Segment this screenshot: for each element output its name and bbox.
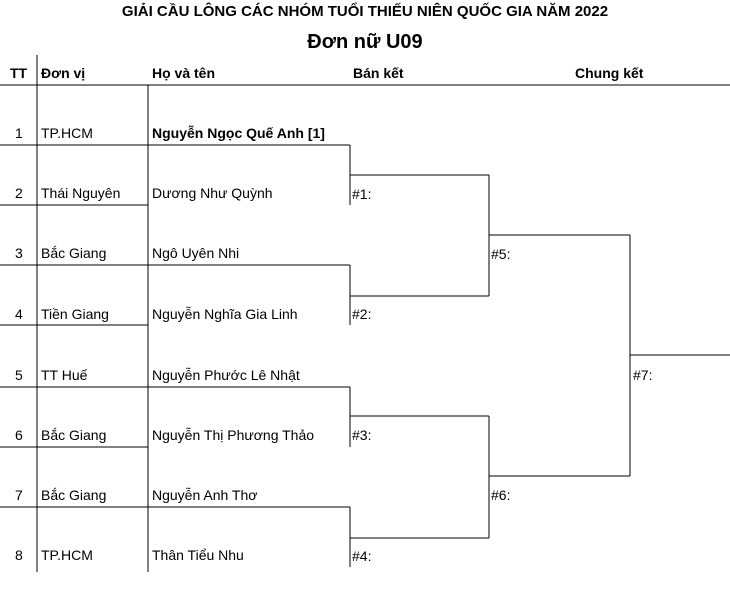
row-6-unit: Bắc Giang [41,427,107,443]
row-7-unit: Bắc Giang [41,487,107,503]
header-final: Chung kết [575,65,644,81]
row-1-name: Nguyễn Ngọc Quế Anh [1] [152,125,325,141]
row-4-name: Nguyễn Nghĩa Gia Linh [152,306,298,322]
page-subtitle: Đơn nữ U09 [307,31,423,53]
row-3-tt: 3 [15,245,23,261]
row-7-tt: 7 [15,487,23,503]
row-4-unit: Tiền Giang [41,306,109,322]
match-5-label: #5: [491,246,511,262]
header-unit: Đơn vị [41,65,86,81]
row-2-tt: 2 [15,185,23,201]
row-3-unit: Bắc Giang [41,245,107,261]
header-semifinal: Bán kết [353,65,404,81]
row-6-name: Nguyễn Thị Phương Thảo [152,427,315,443]
row-1-unit: TP.HCM [41,125,93,141]
row-7-name: Nguyễn Anh Thơ [152,487,258,503]
row-5-name: Nguyễn Phước Lê Nhật [152,367,300,383]
match-6-label: #6: [491,487,511,503]
row-8-tt: 8 [15,547,23,563]
page-title: GIẢI CẦU LÔNG CÁC NHÓM TUỔI THIẾU NIÊN Q… [121,3,609,20]
row-5-tt: 5 [15,367,23,383]
match-2-label: #2: [352,306,372,322]
header-tt: TT [10,65,28,81]
match-7-label: #7: [633,367,653,383]
row-4-tt: 4 [15,306,23,322]
row-3-name: Ngô Uyên Nhi [152,245,240,261]
row-2-unit: Thái Nguyên [41,185,121,201]
match-3-label: #3: [352,427,372,443]
row-5-unit: TT Huế [41,367,88,383]
row-2-name: Dương Như Quỳnh [152,185,273,201]
match-1-label: #1: [352,186,372,202]
match-4-label: #4: [352,548,372,564]
row-1-tt: 1 [15,125,23,141]
row-8-name: Thân Tiểu Nhu [152,547,244,563]
row-8-unit: TP.HCM [41,547,93,563]
row-6-tt: 6 [15,427,23,443]
header-name: Họ và tên [152,65,216,81]
